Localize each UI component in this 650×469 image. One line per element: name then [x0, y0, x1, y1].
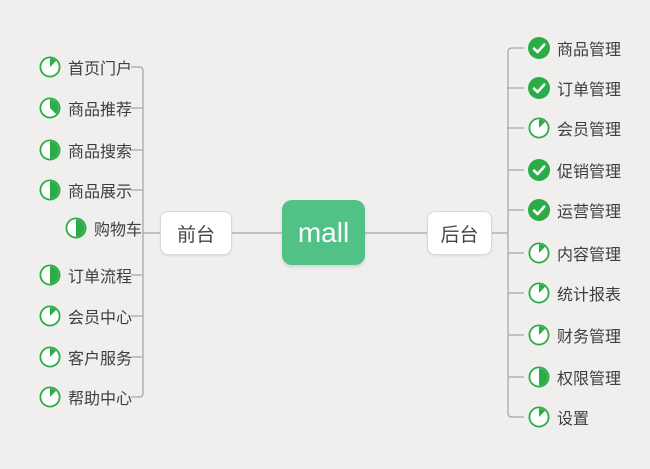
leaf-label: 商品搜索	[67, 144, 132, 161]
progress-pie-icon	[528, 242, 550, 264]
leaf-label: 会员中心	[67, 310, 132, 327]
leaf-node-permission-mgmt[interactable]: 权限管理	[528, 364, 621, 390]
check-circle-icon	[528, 77, 550, 99]
leaf-label: 首页门户	[67, 61, 132, 78]
leaf-node-finance-mgmt[interactable]: 财务管理	[528, 322, 621, 348]
leaf-label: 订单管理	[557, 82, 622, 99]
leaf-label: 商品管理	[557, 42, 622, 59]
leaf-node-order-flow[interactable]: 订单流程	[39, 262, 132, 288]
progress-pie-icon	[39, 305, 61, 327]
leaf-label: 购物车	[93, 222, 142, 239]
leaf-label: 统计报表	[557, 287, 622, 304]
leaf-node-home-portal[interactable]: 首页门户	[39, 54, 132, 80]
leaf-node-product-display[interactable]: 商品展示	[39, 177, 132, 203]
progress-pie-icon	[39, 139, 61, 161]
leaf-label: 商品推荐	[67, 102, 132, 119]
leaf-node-product-search[interactable]: 商品搜索	[39, 137, 132, 163]
leaf-label: 会员管理	[557, 122, 622, 139]
branch-node-backend[interactable]: 后台	[427, 211, 492, 255]
leaf-label: 客户服务	[67, 351, 132, 368]
leaf-node-shopping-cart[interactable]: 购物车	[65, 215, 142, 241]
leaf-label: 内容管理	[557, 247, 622, 264]
progress-pie-icon	[528, 366, 550, 388]
progress-pie-icon	[528, 406, 550, 428]
progress-pie-icon	[39, 264, 61, 286]
root-node-mall[interactable]: mall	[282, 200, 365, 265]
leaf-node-member-mgmt[interactable]: 会员管理	[528, 115, 621, 141]
leaf-label: 财务管理	[557, 329, 622, 346]
leaf-label: 订单流程	[67, 269, 132, 286]
check-circle-icon	[528, 199, 550, 221]
leaf-node-product-mgmt[interactable]: 商品管理	[528, 35, 621, 61]
leaf-label: 运营管理	[557, 204, 622, 221]
leaf-node-content-mgmt[interactable]: 内容管理	[528, 240, 621, 266]
check-circle-icon	[528, 37, 550, 59]
leaf-label: 促销管理	[557, 164, 622, 181]
leaf-label: 帮助中心	[67, 391, 132, 408]
leaf-label: 权限管理	[557, 371, 622, 388]
branch-node-frontend[interactable]: 前台	[160, 211, 232, 255]
progress-pie-icon	[528, 324, 550, 346]
progress-pie-icon	[528, 117, 550, 139]
progress-pie-icon	[528, 282, 550, 304]
leaf-node-settings[interactable]: 设置	[528, 404, 589, 430]
leaf-node-order-mgmt[interactable]: 订单管理	[528, 75, 621, 101]
progress-pie-icon	[39, 386, 61, 408]
progress-pie-icon	[39, 346, 61, 368]
leaf-node-help-center[interactable]: 帮助中心	[39, 384, 132, 410]
leaf-node-product-recommend[interactable]: 商品推荐	[39, 95, 132, 121]
left-trunk-line	[131, 66, 144, 398]
progress-pie-icon	[65, 217, 87, 239]
leaf-label: 商品展示	[67, 184, 132, 201]
leaf-node-customer-service[interactable]: 客户服务	[39, 344, 132, 370]
right-trunk-line	[507, 47, 524, 418]
progress-pie-icon	[39, 97, 61, 119]
check-circle-icon	[528, 159, 550, 181]
progress-pie-icon	[39, 56, 61, 78]
leaf-node-stats-report[interactable]: 统计报表	[528, 280, 621, 306]
leaf-node-member-center[interactable]: 会员中心	[39, 303, 132, 329]
leaf-node-operation-mgmt[interactable]: 运营管理	[528, 197, 621, 223]
leaf-node-promotion-mgmt[interactable]: 促销管理	[528, 157, 621, 183]
leaf-label: 设置	[557, 411, 590, 428]
progress-pie-icon	[39, 179, 61, 201]
